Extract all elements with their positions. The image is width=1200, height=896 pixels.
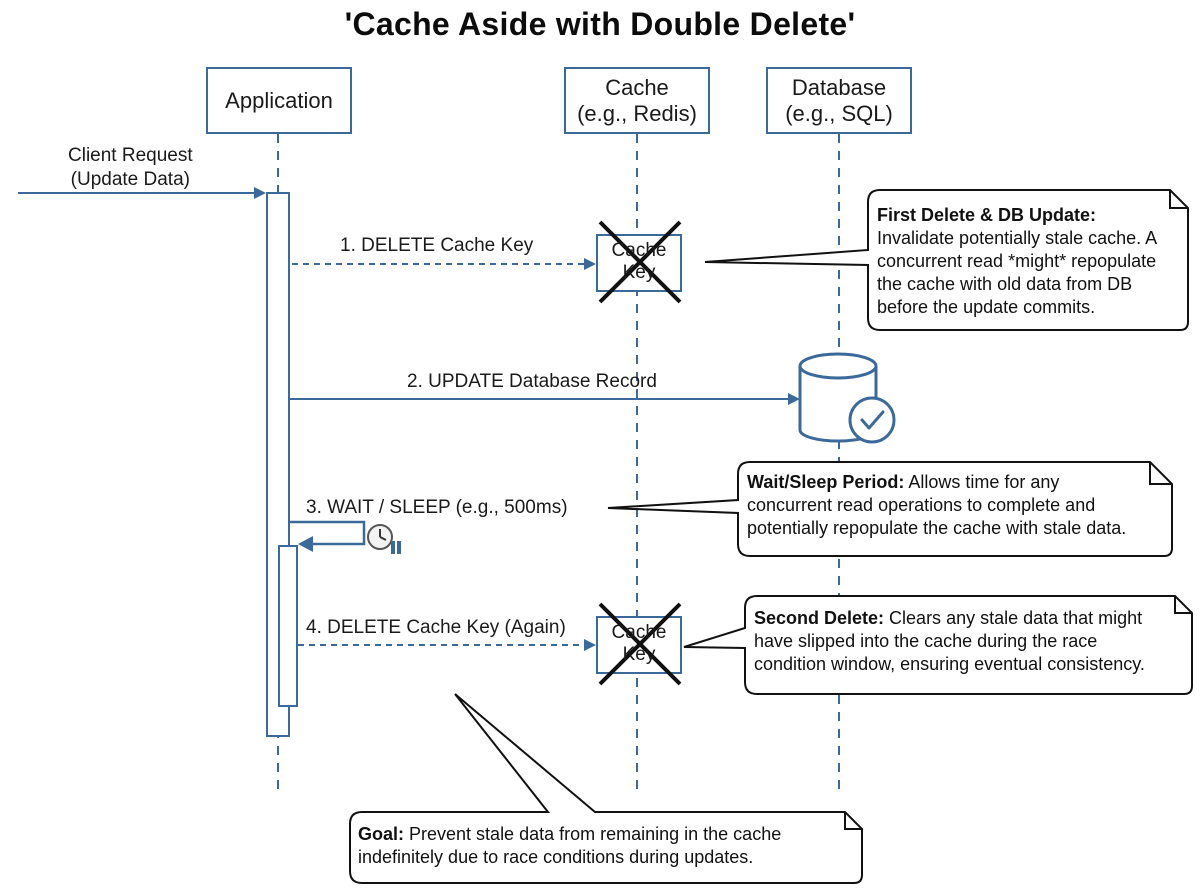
cross-mark-2b [598,602,682,686]
step4-label: 4. DELETE Cache Key (Again) [306,617,566,638]
client-request-line2: (Update Data) [70,169,190,190]
note-wait-line3: potentially repopulate the cache with st… [747,518,1127,538]
note-wait-fold [1149,462,1172,485]
note-first-delete-heading: First Delete & DB Update: [877,205,1097,225]
step3-arrowhead [298,536,313,552]
database-check-icon [798,352,896,444]
note-first-delete-line3: the cache with old data from DB [877,274,1133,294]
note-goal-line1: Prevent stale data from remaining in the… [404,824,782,844]
note-first-delete-line1: Invalidate potentially stale cache. A [877,228,1158,248]
note-goal: Goal: Prevent stale data from remaining … [358,823,858,869]
cache-key-2-line1: Cache [611,622,667,643]
actor-cache-name: Cache [605,74,669,100]
note-wait-heading: Wait/Sleep Period: [747,472,905,492]
cache-key-1-line1: Cache [611,240,667,261]
activation-bar-nested [278,545,298,707]
actor-database: Database (e.g., SQL) [766,67,912,134]
actor-database-example: (e.g., SQL) [785,100,893,126]
note-wait-line1: Allows time for any [904,472,1060,492]
cache-key-label-2: Cache Key [597,622,681,666]
note-goal-heading: Goal: [358,824,405,844]
cache-key-1-line2: Key [622,262,656,283]
note-goal-fold [844,812,862,830]
step3-self-arrow [290,520,366,546]
step2-label: 2. UPDATE Database Record [407,371,657,392]
diagram-title: 'Cache Aside with Double Delete' [344,6,856,42]
note-wait-line2: concurrent read operations to complete a… [747,495,1096,515]
clock-pause-icon [367,524,401,554]
note-first-delete-line4: before the update commits. [877,297,1096,317]
note-second-delete-fold [1174,596,1192,614]
note-second-delete-shape [683,595,1193,695]
client-request-label: Client Request (Update Data) [68,144,193,192]
note-second-delete-heading: Second Delete: [754,608,885,628]
actor-application-label: Application [225,87,333,113]
client-request-line1: Client Request [68,145,193,166]
note-first-delete-line2: concurrent read *might* repopulate [877,251,1157,271]
note-first-delete-shape [704,189,1189,331]
note-second-delete-line1: Clears any stale data that might [884,608,1143,628]
note-goal-line2: indefinitely due to race conditions duri… [358,847,754,867]
actor-cache-example: (e.g., Redis) [577,100,697,126]
note-wait: Wait/Sleep Period: Allows time for any c… [747,471,1167,540]
note-second-delete-line3: condition window, ensuring eventual cons… [754,654,1145,674]
step1-label: 1. DELETE Cache Key [340,235,534,256]
actor-cache: Cache (e.g., Redis) [564,67,710,134]
note-first-delete: First Delete & DB Update: Invalidate pot… [877,204,1177,319]
note-goal-shape [349,693,863,884]
step3-label: 3. WAIT / SLEEP (e.g., 500ms) [306,497,568,518]
cache-key-label-1: Cache Key [597,240,681,284]
note-wait-shape [607,461,1173,557]
actor-database-name: Database [791,74,887,100]
actor-application: Application [206,67,352,134]
cross-mark-1b [598,220,682,304]
note-second-delete-line2: have slipped into the cache during the r… [754,631,1098,651]
note-second-delete: Second Delete: Clears any stale data tha… [754,607,1188,676]
note-first-delete-fold [1169,190,1188,209]
cache-key-2-line2: Key [622,644,656,665]
